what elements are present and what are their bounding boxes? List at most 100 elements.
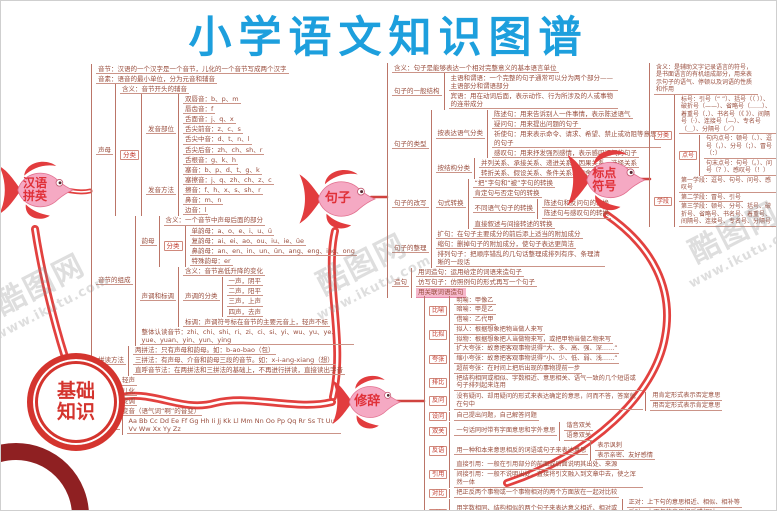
tree-node: 直接叙述与间接转述的转换 [472, 219, 612, 229]
tree-node-label: 唇齿音：f [183, 105, 216, 115]
tree-node-label: 用关联词语造句 [416, 288, 466, 298]
tree-node: 唇齿音：f [183, 105, 264, 115]
tree-node-label: 超前夸张：在时间上把后出现的事物提前一步 [454, 364, 583, 374]
tree-node: 整体认读音节：zhi、chi、shi、ri、zi、ci、si、yi、wu、yu、… [139, 327, 357, 345]
tree-node-label: 表示亲密、友好感情 [595, 451, 655, 461]
tree-node-label: 含义：句子是能够表达一个相对完整意义的基本语言单位 [392, 63, 559, 73]
tree-node-label: 把结构相同或相似、字数相近、意思相关、语气一致的几个短语或句子排列起来连用 [454, 375, 644, 391]
tree-node-label: 轻声 [120, 376, 137, 386]
tree-node: 把正反两个事物或一个事物相对的两个方面放在一起对比较 [454, 489, 620, 499]
tree-node: 标号：引号（“ ”）、括号（（ ））、破折号（——）、省略号（……）、着重号（．… [679, 95, 776, 135]
tree-node-label: 含义：音节开头的辅音 [120, 84, 189, 94]
tree-node: 舌面音：j、q、x [183, 115, 264, 125]
tree-node-label: 直接叙述与间接转述的转换 [472, 219, 555, 229]
tree-node: 用一种和本来意思相反的词语或句子来表达意思表示讽刺表示亲密、友好感情 [454, 441, 655, 461]
tree-node-label: 复韵母：ai、ei、ao、ou、iu、ie、üe [189, 236, 306, 246]
page-title: 小学语文知识图谱 [188, 13, 589, 63]
tree-node: 含义：音节开头的辅音 [120, 84, 274, 94]
tree-node-label: 音节：汉语的一个汉字是一个音节，儿化的一个音节写成两个汉字 [96, 64, 289, 74]
tree-node-label: 塞音：b、p、d、t、g、k [183, 165, 262, 175]
tree-node-label: 肯定句与否定句的转换 [472, 189, 542, 199]
tree-node-label: 句末点号：句号（。）、问号（？）、感叹号（！） [704, 160, 776, 176]
tree-node: 对偶用字数相同、结构相似的两个句子来表达意义相近、相对或相同的意思正对：上下句的… [429, 498, 776, 510]
tree-node: 一句话同时带有字面意思和字外意思谐音双关语意双关 [454, 421, 594, 442]
tree-node: 超前夸张：在时间上把后出现的事物提前一步 [454, 364, 619, 374]
tree-node: 单韵母：a、o、e、i、u、ü [189, 226, 357, 236]
tree-node-label: 舌面音：j、q、x [183, 115, 236, 125]
tree-node-label: 反对：上下句的意思相反或相对 [627, 509, 718, 510]
tree-node: 陈述句：用来告诉别人一件事情，表示陈述语气 [492, 110, 661, 120]
tree-node-label: 用一种和本来意思相反的词语或句子来表达意思 [454, 446, 589, 456]
tree-node: 主语和谓语：一个完整的句子通常可以分为两个部分——主语部分和谓语部分 [448, 73, 618, 91]
tree-node: 扩大夸张：故意把客观事物说得“大、多、高、强、深……” [454, 345, 620, 355]
tree-node: 声调和标调含义：音节高低升降的变化声调的分类一声，阴平二声，阳平三声，上声四声，… [139, 266, 357, 328]
pinyin-branch-tree: 音节：汉语的一个汉字是一个音节，儿化的一个音节写成两个汉字音素：语音的最小单位，… [89, 64, 357, 435]
tree-node: 儿化 [120, 386, 202, 396]
tree-node-label: 疑问句：用来提出问题的句子 [492, 120, 581, 130]
rhetoric-topic-label: 修辞 [354, 393, 381, 409]
tree-node: 不同语气句子的转换陈述句和反问句的转换陈述句与感叹句的转换 [472, 198, 611, 219]
tree-node: 用肯定形式表示否定意思 [650, 392, 723, 402]
tree-node: 轻声 [120, 376, 202, 386]
tree-node: 反问没有疑问、却用疑问的形式来表达确定的意思，问而不答，答案就在句中用肯定形式表… [429, 391, 776, 411]
tree-node-label: 转折关系、假设关系、条件关系、取舍关系 [479, 168, 607, 178]
tree-node-label: 儿化 [120, 386, 137, 396]
tree-node: 拟物：根据想象把人当做物来写，或把甲物当做乙物来写 [454, 335, 614, 345]
tree-node: 学段第一学段：逗号、句号、问号、感叹号第二学段：冒号、引号第三学段：顿号、分号、… [654, 176, 776, 227]
tree-node-label: 引用 [429, 469, 448, 480]
tree-node-label: 对比 [429, 488, 448, 499]
tree-node: 双唇音：b、p、m [183, 94, 264, 104]
tree-node: 字母表Aa Bb Cc Dd Ee Ff Gg Hh Ii Jj Kk Ll M… [96, 416, 357, 435]
tree-node-label: 发音方法 [146, 186, 176, 196]
tree-node-label: 按表达语气分类 [435, 129, 485, 139]
tree-node-label: 直呼音节法：在两拼法和三拼法的基础上，不再进行拼读，直接读出字音 [133, 366, 345, 376]
fish-icon [1, 147, 77, 233]
tree-node: 四声，去声 [226, 307, 263, 317]
tree-node: 三拼法：有声母、介音和韵母三段的音节。如：x-i-ang-xiang（想） [133, 356, 345, 366]
fish-icon [567, 150, 646, 211]
tree-node: 明喻：甲像乙 [454, 296, 496, 306]
tree-node: 句子的类型按表达语气分类陈述句：用来告诉别人一件事情，表示陈述语气疑问句：用来提… [392, 109, 661, 179]
tree-node: 擦音：f、h、x、s、sh、r [183, 186, 274, 196]
tree-node: 比喻明喻：甲像乙暗喻：甲是乙借喻：乙代甲 [429, 296, 776, 326]
tree-node: 两拼法：只有声母和韵母。如：b-ao-bao（包） [133, 346, 345, 356]
tree-node-label: 三声，上声 [226, 297, 263, 307]
center-topic-label: 基础知识 [56, 380, 95, 423]
tree-node-label: 边音：l [183, 206, 209, 216]
tree-node: 句子的改写句式转换“把”字句和“被”字句的转换肯定句与否定句的转换不同语气句子的… [392, 178, 661, 230]
tree-node-label: 用否定形式表示肯定意思 [650, 401, 723, 411]
tree-node-label: 明喻：甲像乙 [454, 296, 496, 306]
tree-node: 并列关系、承接关系、递进关系、因果关系、选择关系 [479, 158, 639, 168]
tree-node-label: 间接引用：一般不说明出处，直接将引文融入到文章中去，使之浑然一体 [454, 471, 644, 488]
tree-node: 舌尖后音：zh、ch、sh、r [183, 145, 265, 155]
tree-node: 反对：上下句的意思相反或相对 [627, 509, 776, 510]
tree-node-label: 舌尖前音：z、c、s [183, 125, 243, 135]
tree-node-label: 舌根音：g、k、h [183, 155, 239, 165]
tree-node: 边音：l [183, 206, 274, 216]
tree-node: 音素：语音的最小单位，分为元音和辅音 [96, 74, 357, 84]
rhetoric-topic-node: 修辞 [327, 371, 407, 433]
tree-node-label: 学段 [654, 196, 673, 207]
tree-node: 第三学段：顿号、分号、括号、破折号、省略号、书名号、着重号、间隔号、连接号、专名… [679, 203, 776, 228]
tree-node: 排比把结构相同或相似、字数相近、意思相关、语气一致的几个短语或句子排列起来连用 [429, 374, 776, 392]
tree-node: 表示亲密、友好感情 [595, 451, 655, 461]
tree-node-label: 比拟 [429, 330, 448, 340]
tree-node-label: 句式转换 [435, 199, 466, 209]
fish-icon [332, 375, 402, 429]
tree-node-label: 反语 [429, 446, 448, 456]
pinyin-topic-label: 汉语拼英 [22, 176, 47, 203]
tree-node: 第二学段：冒号、引号 [679, 193, 776, 203]
tree-node: 音变轻声儿化变调变音（语气词“啊”的音变） [96, 375, 357, 417]
tree-node: 祈使句：用来表示命令、请求、希望、禁止或劝阻等意思的句子 [492, 130, 661, 148]
tree-node-label: 变音（语气词“啊”的音变） [120, 406, 203, 416]
tree-node-label: 声母 [96, 145, 113, 155]
tree-node: 对比把正反两个事物或一个事物相对的两个方面放在一起对比较 [429, 488, 776, 499]
tree-node: 宾语：用在动词后面，表示动作、行为所涉及的人或事物的连带成分 [448, 91, 618, 110]
tree-node-label: 音节的组成 [96, 276, 133, 286]
tree-node: 舌尖中音：d、t、n、l [183, 135, 264, 145]
tree-node-label: 句子的一般结构 [392, 86, 442, 96]
tree-node-label: 发音部位 [146, 125, 176, 135]
